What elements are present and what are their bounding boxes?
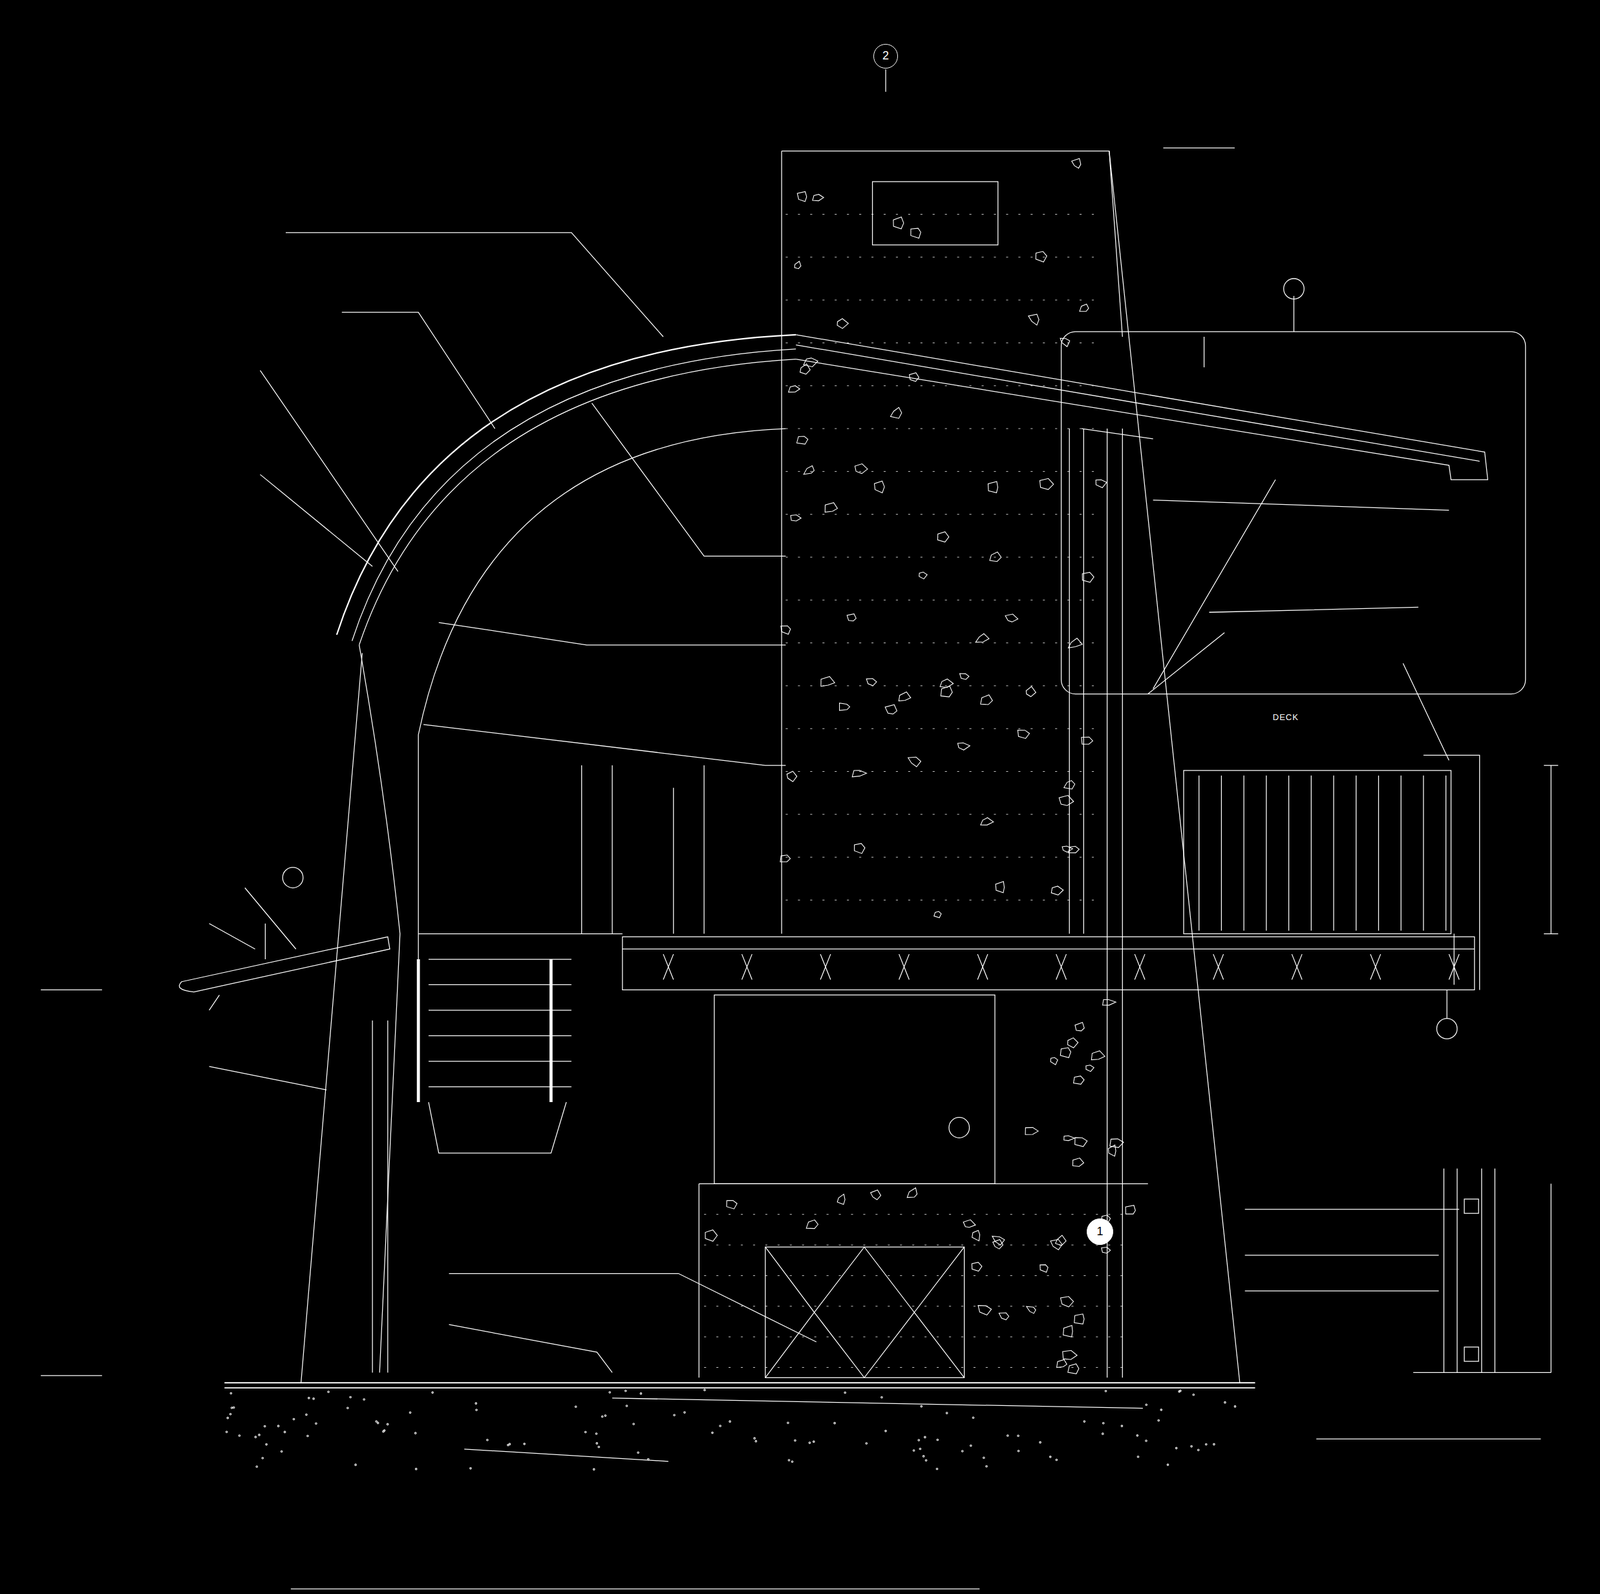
stair-handrail [418, 959, 551, 1103]
section-linework [40, 69, 1558, 1594]
section-marker: 2 [873, 43, 898, 69]
masonry-courses [704, 214, 1123, 1368]
stone-texture [225, 158, 1236, 1471]
callout-number: 1 [1086, 1218, 1114, 1246]
marker-text: 1 [1097, 1225, 1104, 1239]
room-label: DECK [1270, 712, 1301, 723]
marker-text: 2 [882, 49, 889, 63]
